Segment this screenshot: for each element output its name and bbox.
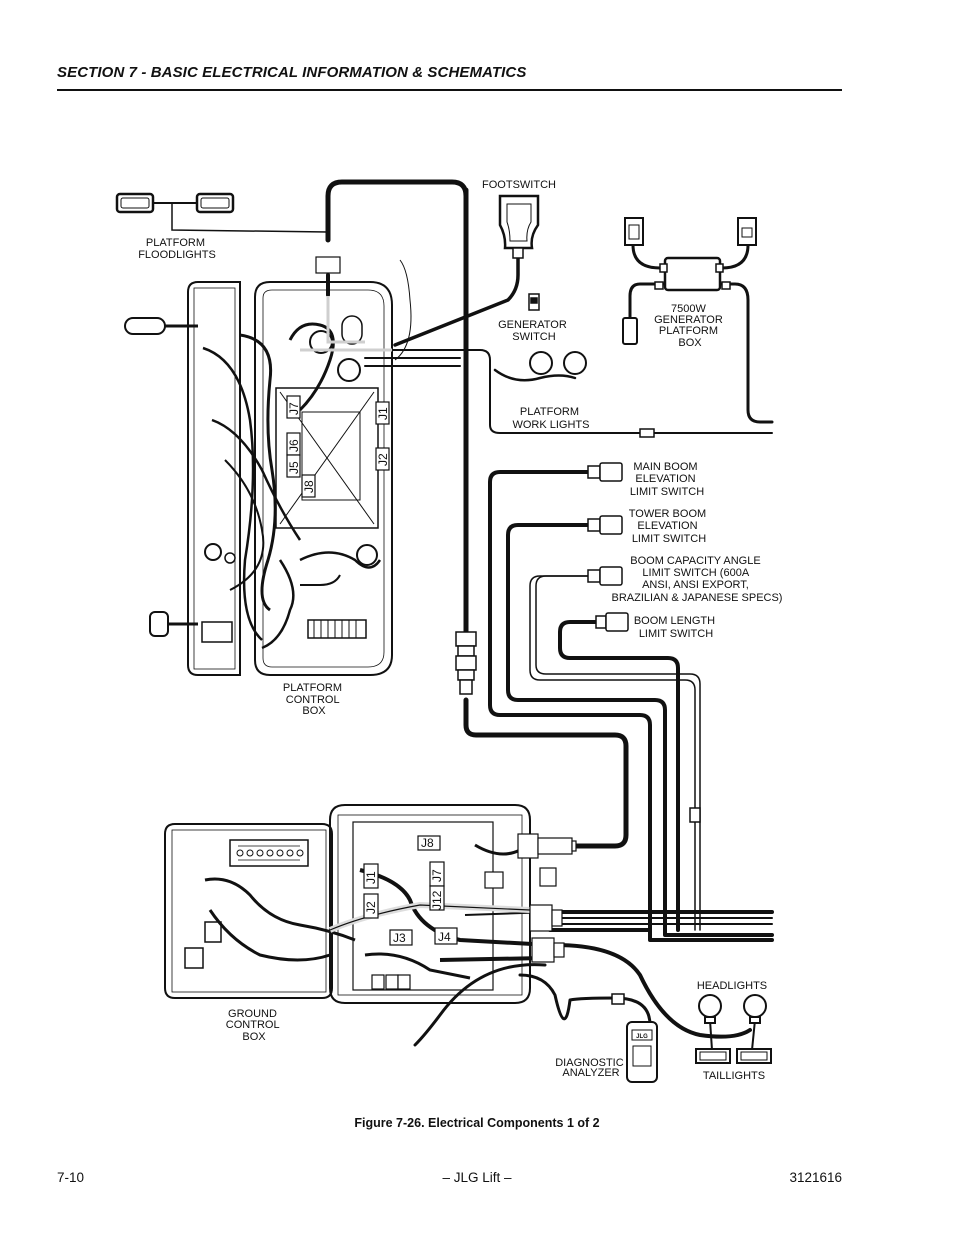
ground-j1-label: J1 xyxy=(364,871,378,884)
ground-connector-labels: J8 J1 J2 J3 J4 J7 J12 xyxy=(364,836,451,945)
label-diagnostic-analyzer: DIAGNOSTIC ANALYZER xyxy=(555,1057,627,1079)
generator-switch xyxy=(528,293,540,311)
ground-j12-label: J12 xyxy=(430,890,444,910)
platform-harness-highlight xyxy=(300,296,392,352)
harness-connector xyxy=(455,631,477,695)
figure-caption: Figure 7-26. Electrical Components 1 of … xyxy=(354,1116,600,1130)
footer-center: – JLG Lift – xyxy=(442,1170,512,1185)
component-labels: PLATFORM FLOODLIGHTS FOOTSWITCH GENERATO… xyxy=(138,179,782,1082)
footswitch xyxy=(498,194,540,259)
platform-control-box xyxy=(124,259,412,676)
platform-work-lights xyxy=(529,351,655,438)
platform-connectors xyxy=(286,256,390,498)
platform-j6-label: J6 xyxy=(287,439,301,452)
ground-j7-label: J7 xyxy=(430,869,444,882)
header-rule xyxy=(57,89,842,91)
label-generator-switch: GENERATOR SWITCH xyxy=(498,319,570,343)
ground-j4-label: J4 xyxy=(438,930,451,944)
label-main-boom-switch: MAIN BOOM ELEVATION LIMIT SWITCH xyxy=(630,461,704,498)
taillights xyxy=(695,1048,772,1064)
label-taillights: TAILLIGHTS xyxy=(703,1070,765,1082)
ground-j2-label: J2 xyxy=(364,901,378,914)
label-tower-boom-switch: TOWER BOOM ELEVATION LIMIT SWITCH xyxy=(629,508,709,545)
label-headlights: HEADLIGHTS xyxy=(697,980,767,992)
label-platform-floodlights: PLATFORM FLOODLIGHTS xyxy=(138,237,216,261)
wire-harnesses xyxy=(325,179,774,1051)
label-footswitch: FOOTSWITCH xyxy=(482,179,556,191)
label-generator-platform-box: 7500W GENERATOR PLATFORM BOX xyxy=(654,303,726,349)
platform-j2-label: J2 xyxy=(376,453,390,466)
platform-floodlights xyxy=(115,192,329,233)
headlights xyxy=(698,994,767,1024)
label-platform-control-box: PLATFORM CONTROL BOX xyxy=(283,682,345,717)
platform-j1-label: J1 xyxy=(376,407,390,420)
page-number: 7-10 xyxy=(57,1170,85,1185)
label-boom-length-switch: BOOM LENGTH LIMIT SWITCH xyxy=(634,615,718,640)
platform-j8-label: J8 xyxy=(302,480,316,493)
label-boom-capacity-switch: BOOM CAPACITY ANGLE LIMIT SWITCH (600A A… xyxy=(612,555,783,604)
ground-j3-label: J3 xyxy=(393,931,406,945)
label-ground-control-box: GROUND CONTROL BOX xyxy=(226,1008,282,1043)
generator-platform-box xyxy=(622,217,757,345)
limit-switch-connectors xyxy=(587,462,701,823)
platform-j7-label: J7 xyxy=(287,402,301,415)
analyzer-logo: JLG xyxy=(636,1034,648,1040)
label-platform-work-lights: PLATFORM WORK LIGHTS xyxy=(512,406,589,431)
platform-j5-label: J5 xyxy=(287,461,301,474)
section-title: SECTION 7 - BASIC ELECTRICAL INFORMATION… xyxy=(57,64,527,81)
diagnostic-analyzer xyxy=(611,993,658,1083)
document-number: 3121616 xyxy=(789,1170,842,1185)
ground-connectors xyxy=(363,833,577,990)
platform-connector-labels: J7 J1 J6 J5 J2 J8 xyxy=(287,402,390,493)
ground-j8-label: J8 xyxy=(421,836,434,850)
